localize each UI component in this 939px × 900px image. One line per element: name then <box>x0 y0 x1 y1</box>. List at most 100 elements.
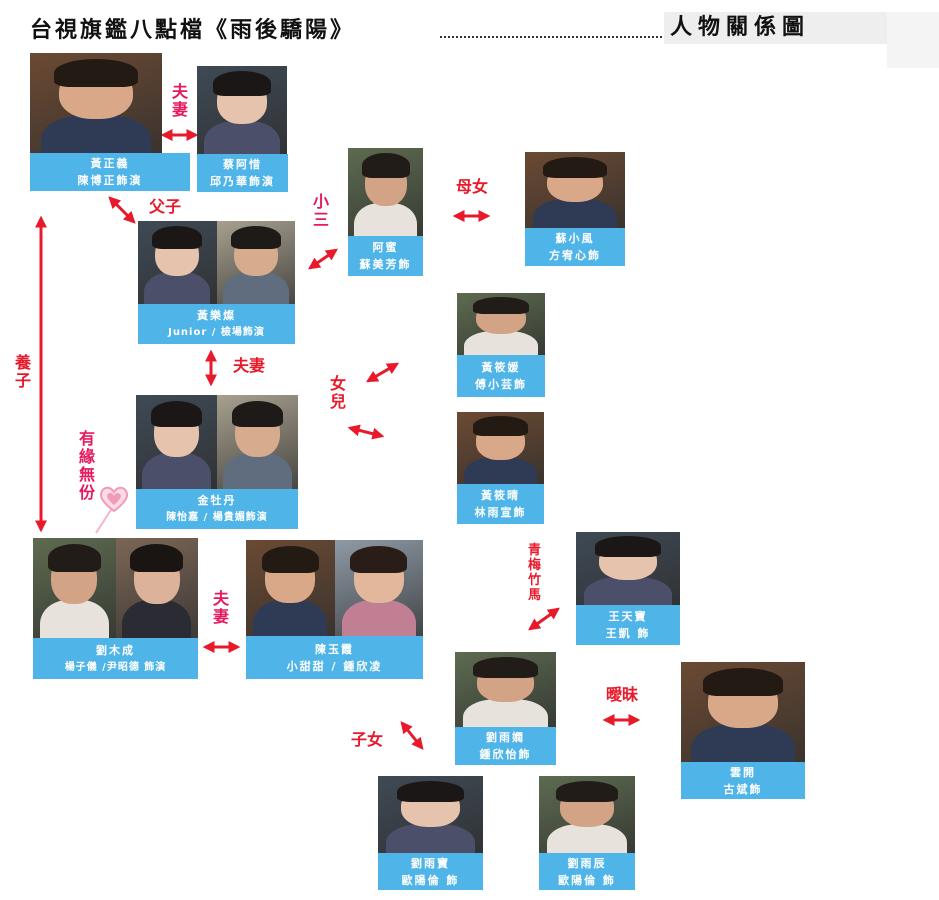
portrait-hair <box>231 400 284 427</box>
portrait-body <box>144 272 211 304</box>
character-photo <box>681 662 805 762</box>
portrait-hair <box>556 780 618 803</box>
character-card-huang-lecan <box>138 221 295 304</box>
character-caption: 雲開古斌飾 <box>681 762 805 799</box>
arrow-sweethearts <box>528 607 560 631</box>
portrait-body <box>690 724 796 762</box>
character-photo <box>525 152 625 228</box>
portrait-body <box>464 331 538 355</box>
portrait-image <box>216 221 295 304</box>
character-card-huang-xiaoyuan <box>457 293 545 355</box>
page-subtitle: 人物關係圖 <box>664 12 889 44</box>
portrait-body <box>122 600 192 638</box>
character-name: 蔡阿惜 <box>223 158 262 171</box>
character-photo <box>457 412 544 484</box>
portrait-hair <box>150 400 203 427</box>
portrait-body <box>463 698 548 727</box>
portrait-hair <box>703 668 783 696</box>
relation-mistress: 小三 <box>312 192 329 229</box>
actor-credit: 歐陽倫 飾 <box>401 874 460 887</box>
portrait-hair <box>230 225 281 250</box>
character-caption: 蘇小風方宥心飾 <box>525 228 625 266</box>
portrait-hair <box>472 416 529 437</box>
page-title: 台視旗鑑八點檔《雨後驕陽》 <box>30 18 356 43</box>
character-name: 陳玉霞 <box>315 643 354 656</box>
relation-adopted-son: 養子 <box>14 353 31 390</box>
character-card-wang-tianbao <box>576 532 680 605</box>
portrait-image <box>378 776 483 853</box>
character-photo <box>33 538 198 638</box>
portrait-hair <box>261 545 319 573</box>
portrait-body <box>142 453 211 489</box>
portrait-hair <box>47 544 101 572</box>
portrait-image <box>539 776 635 853</box>
actor-credit: 方宥心飾 <box>549 249 601 262</box>
portrait-image <box>197 66 287 154</box>
actor-credit: 蘇美芳飾 <box>359 258 412 271</box>
portrait-image <box>681 662 805 762</box>
portrait-image <box>136 395 217 489</box>
character-photo <box>348 148 423 236</box>
character-photo <box>136 395 298 489</box>
portrait-body <box>253 599 328 636</box>
character-photo <box>378 776 483 853</box>
character-card-a-mi <box>348 148 423 236</box>
portrait-body <box>40 115 152 153</box>
portrait-image <box>30 53 162 153</box>
arrow-father-son <box>108 196 136 224</box>
character-card-cai-ahui <box>197 66 287 154</box>
portrait-body <box>546 823 628 853</box>
relation-couple-mid: 夫妻 <box>232 356 265 375</box>
portrait-body <box>222 272 289 304</box>
relation-sweethearts: 青梅竹馬 <box>528 543 542 603</box>
portrait-hair <box>472 296 530 315</box>
portrait-body <box>341 599 416 636</box>
character-caption: 金牡丹陳怡嘉 / 楊貴媚飾演 <box>136 489 298 529</box>
character-name: 黃正義 <box>90 157 130 170</box>
arrow-daughter-1 <box>365 362 400 383</box>
character-caption: 劉木成楊子儀 /尹昭德 飾演 <box>33 638 198 679</box>
portrait-image <box>334 540 423 636</box>
portrait-hair <box>53 59 139 87</box>
character-photo <box>539 776 635 853</box>
portrait-hair <box>350 545 408 573</box>
actor-credit: 古斌飾 <box>723 783 763 796</box>
portrait-body <box>584 577 672 605</box>
character-caption: 劉雨嫻鍾欣怡飾 <box>455 727 556 765</box>
character-name: 金牡丹 <box>197 494 237 507</box>
relation-mother-daughter: 母女 <box>455 177 488 196</box>
heart-icon <box>99 486 129 513</box>
portrait-hair <box>361 153 410 178</box>
portrait-hair <box>473 656 538 678</box>
portrait-image <box>525 152 625 228</box>
character-card-jin-mudan <box>136 395 298 489</box>
character-caption: 黃筱晴林雨宣飾 <box>457 484 544 524</box>
portrait-body <box>463 456 538 484</box>
character-photo <box>197 66 287 154</box>
arrow-daughter-2 <box>347 424 385 440</box>
actor-credit: Junior / 檢場飾演 <box>168 327 265 338</box>
character-name: 黃筱晴 <box>481 489 520 502</box>
portrait-image <box>457 293 545 355</box>
portrait-body <box>354 202 417 236</box>
character-card-su-xiaofeng <box>525 152 625 228</box>
portrait-hair <box>152 225 203 250</box>
relation-daughters: 女兒 <box>329 374 346 411</box>
arrow-mistress <box>308 248 338 270</box>
character-caption: 蔡阿惜邱乃華飾演 <box>197 154 288 192</box>
character-card-yun-kai <box>681 662 805 762</box>
character-card-huang-zhengyi <box>30 53 162 153</box>
character-name: 阿蜜 <box>372 241 399 254</box>
portrait-body <box>223 453 292 489</box>
actor-credit: 王凱 飾 <box>605 627 651 640</box>
portrait-image <box>455 652 556 727</box>
relation-couple-top: 夫妻 <box>171 82 188 119</box>
character-caption: 劉雨寶歐陽倫 飾 <box>378 853 483 890</box>
portrait-hair <box>396 780 465 803</box>
portrait-hair <box>594 536 662 557</box>
portrait-image <box>115 538 198 638</box>
portrait-image <box>576 532 680 605</box>
character-photo <box>138 221 295 304</box>
